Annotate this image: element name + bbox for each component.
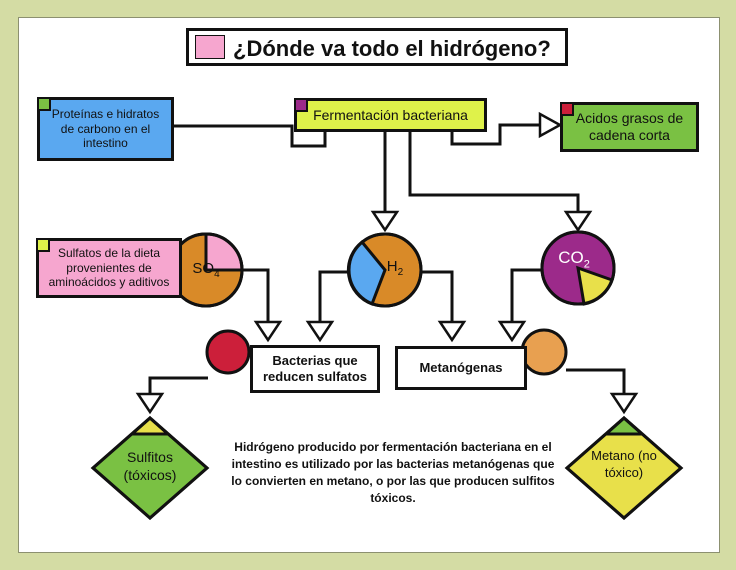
arrowhead-metanogenas-left — [437, 320, 467, 343]
proteinas-swatch — [37, 97, 51, 111]
co2-base: CO — [558, 248, 584, 267]
arrowhead-metanogenas-right — [497, 320, 527, 343]
so4-base: SO — [192, 260, 215, 277]
metanogenas-box: Metanógenas — [395, 346, 527, 390]
so4-sub: 4 — [214, 269, 220, 280]
acidos-label: Acidos grasos de cadena corta — [575, 110, 684, 143]
proteinas-label: Proteínas e hidratos de carbono en el in… — [51, 107, 160, 151]
arrowhead-co2 — [563, 210, 593, 233]
metanogenas-label: Metanógenas — [419, 360, 503, 376]
acidos-box: Acidos grasos de cadena corta — [560, 102, 699, 152]
bacterias-red-circle — [205, 329, 251, 375]
title-swatch — [195, 35, 225, 59]
connector-metanogenas-metano — [566, 368, 626, 394]
connector-h2-bacterias — [318, 270, 358, 322]
connector-so4-bacterias — [242, 268, 270, 322]
metano-label: Metano (no tóxico) — [591, 448, 657, 480]
connector-co2-metanogenas — [510, 268, 548, 322]
co2-label: CO2 — [548, 248, 600, 270]
h2-base: H — [386, 258, 398, 275]
arrowhead-metano — [609, 392, 639, 415]
connector-h2-metanogenas — [412, 270, 454, 322]
co2-sub: 2 — [583, 258, 590, 271]
connector-bacterias-sulfitos — [148, 376, 208, 394]
sulfatos-box: Sulfatos de la dieta provenientes de ami… — [36, 238, 182, 298]
arrowhead-bacterias-left — [253, 320, 283, 343]
sulfitos-label: Sulfitos (tóxicos) — [123, 449, 177, 484]
connector-proteinas-fermentacion — [174, 124, 327, 148]
acidos-swatch — [560, 102, 574, 116]
connector-fermentacion-acidos — [450, 123, 540, 146]
metanogenas-orange-circle — [520, 328, 568, 376]
h2-sub: 2 — [397, 267, 404, 278]
fermentacion-box: Fermentación bacteriana — [294, 98, 487, 132]
arrowhead-bacterias-right — [305, 320, 335, 343]
co2-circle — [540, 230, 616, 306]
h2-label: H2 — [375, 258, 415, 278]
page-title: ¿Dónde va todo el hidrógeno? — [233, 36, 551, 61]
title-box: ¿Dónde va todo el hidrógeno? — [186, 28, 568, 66]
proteinas-box: Proteínas e hidratos de carbono en el in… — [37, 97, 174, 161]
sulfatos-label: Sulfatos de la dieta provenientes de ami… — [48, 246, 170, 290]
bacterias-label: Bacterias que reducen sulfatos — [262, 353, 368, 384]
connector-fermentacion-co2 — [408, 131, 580, 212]
metano-diamond — [564, 415, 684, 520]
so4-label: SO4 — [178, 260, 234, 280]
fermentacion-label: Fermentación bacteriana — [313, 106, 468, 123]
arrowhead-sulfitos — [135, 392, 165, 415]
h2-circle — [346, 232, 423, 308]
arrowhead-h2 — [370, 210, 400, 233]
fermentacion-swatch — [294, 98, 308, 112]
sulfitos-diamond — [90, 415, 210, 520]
arrowhead-acidos — [538, 111, 563, 139]
sulfatos-swatch — [36, 238, 50, 252]
bacterias-box: Bacterias que reducen sulfatos — [250, 345, 380, 393]
explanatory-note: Hidrógeno producido por fermentación bac… — [231, 440, 555, 506]
